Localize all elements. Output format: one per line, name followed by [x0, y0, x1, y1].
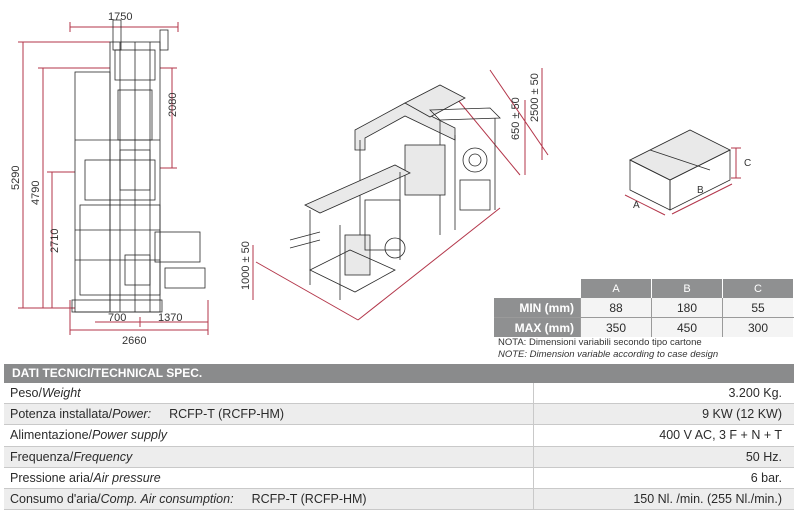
max-a-value: 350: [580, 318, 651, 337]
spec-label-en: Weight: [41, 386, 81, 401]
spec-model-note: RCFP-T (RCFP-HM): [251, 492, 367, 507]
table-row: MIN (mm) 88 180 55: [494, 298, 794, 318]
table-row: Pressione aria/Air pressure 6 bar.: [4, 467, 794, 489]
col-header-b: B: [651, 279, 722, 298]
dim-plan-width: 1750: [108, 11, 132, 23]
min-b-value: 180: [651, 298, 722, 317]
spec-model-note: RCFP-T (RCFP-HM): [169, 407, 285, 422]
spec-value: 50 Hz.: [745, 449, 782, 464]
table-row: Peso/Weight 3.200 Kg.: [4, 383, 794, 405]
spec-label-en: Frequency: [73, 449, 133, 464]
carton-box-drawing: [624, 129, 741, 216]
dim-height-upper: 2080: [167, 93, 179, 117]
note-english: NOTE: Dimension variable according to ca…: [498, 349, 719, 360]
box-label-c: C: [744, 158, 751, 169]
note-italian: NOTA: Dimensioni variabili secondo tipo …: [498, 337, 702, 348]
spec-label-en: Power supply: [92, 428, 168, 443]
spec-value: 3.200 Kg.: [728, 386, 782, 401]
dim-height-lower: 2710: [49, 229, 61, 253]
col-header-c: C: [722, 279, 793, 298]
col-header-a: A: [580, 279, 651, 298]
min-a-value: 88: [580, 298, 651, 317]
spec-label-it: Potenza installata/: [10, 407, 113, 422]
table-row: Consumo d'aria/Comp. Air consumption: RCF…: [4, 488, 794, 510]
spec-value: 9 KW (12 KW): [702, 407, 782, 422]
spec-label-en: Comp. Air consumption:: [100, 492, 234, 507]
table-row: Frequenza/Frequency 50 Hz.: [4, 446, 794, 468]
spec-table-title: DATI TECNICI/TECHNICAL SPEC.: [4, 364, 794, 383]
plan-dimension-labels: 1750 2080 5290 4790 2710 700 1370 2660: [10, 11, 182, 347]
spec-label-en: Power:: [112, 407, 152, 422]
table-row: MAX (mm) 350 450 300: [494, 318, 794, 337]
row-label-max: MAX (mm): [494, 318, 580, 337]
dim-base-right: 1370: [158, 312, 182, 324]
spec-label-it: Pressione aria/: [10, 470, 94, 485]
technical-spec-table: Peso/Weight 3.200 Kg. Potenza installata…: [4, 383, 794, 510]
dimension-notes: NOTA: Dimensioni variabili secondo tipo …: [498, 337, 718, 361]
spec-label-it: Consumo d'aria/: [10, 492, 101, 507]
box-label-b: B: [697, 185, 704, 196]
row-label-min: MIN (mm): [494, 298, 580, 317]
case-dimension-table: A B C MIN (mm) 88 180 55 MAX (mm) 350 45…: [494, 279, 794, 337]
isometric-machine-drawing: [252, 68, 549, 321]
box-label-a: A: [633, 200, 640, 211]
technical-drawings: 1750 2080 5290 4790 2710 700 1370 2660: [10, 11, 751, 347]
dim-height-total: 5290: [10, 166, 22, 190]
dim-height-mid: 4790: [30, 181, 42, 205]
spec-value: 400 V AC, 3 F + N + T: [659, 428, 782, 443]
table-row: Alimentazione/Power supply 400 V AC, 3 F…: [4, 425, 794, 447]
dimension-table-header: A B C: [494, 279, 794, 298]
spec-label-it: Frequenza/: [10, 449, 74, 464]
dim-iso-height-3: 1000 ± 50: [240, 241, 252, 290]
dim-base-left: 700: [108, 312, 126, 324]
dim-iso-height-1: 650 ± 50: [510, 97, 522, 140]
table-row: Potenza installata/Power: RCFP-T (RCFP-HM…: [4, 404, 794, 426]
spec-label-it: Alimentazione/: [10, 428, 92, 443]
spec-label-it: Peso/: [10, 386, 42, 401]
min-c-value: 55: [722, 298, 793, 317]
spec-value: 150 Nl. /min. (255 Nl./min.): [633, 492, 782, 507]
isometric-dimension-labels: 650 ± 50 2500 ± 50 1000 ± 50: [240, 73, 541, 290]
dim-iso-height-2: 2500 ± 50: [529, 73, 541, 122]
max-c-value: 300: [722, 318, 793, 337]
spec-label-en: Air pressure: [93, 470, 161, 485]
dim-base-total: 2660: [122, 335, 146, 347]
spec-value: 6 bar.: [750, 470, 782, 485]
max-b-value: 450: [651, 318, 722, 337]
plan-view-drawing: [18, 19, 209, 335]
